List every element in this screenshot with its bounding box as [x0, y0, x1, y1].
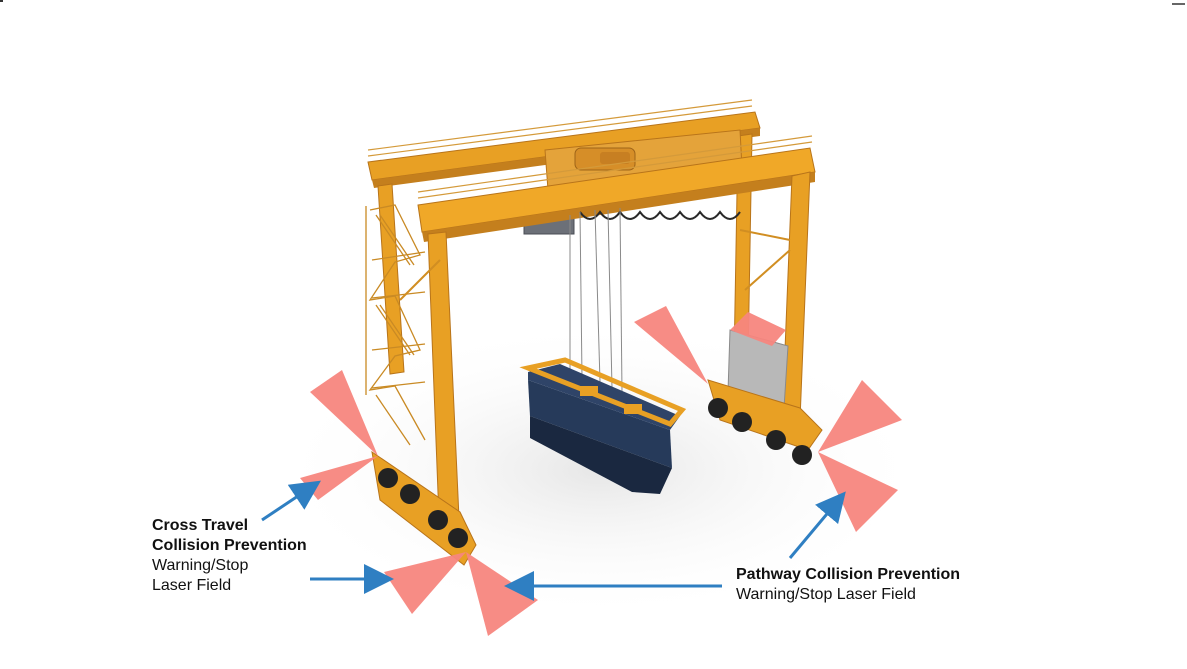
cross-travel-sub-1: Warning/Stop [152, 557, 249, 574]
pathway-label: Pathway Collision Prevention Warning/Sto… [736, 565, 960, 605]
cross-travel-label: Cross Travel Collision Prevention Warnin… [152, 516, 307, 596]
pathway-title: Pathway Collision Prevention [736, 566, 961, 583]
laser-field-icon [818, 452, 898, 532]
back-railing [367, 99, 753, 157]
festoon-cable [579, 210, 741, 220]
right-bogies [707, 379, 823, 465]
pathway-sub: Warning/Stop Laser Field [736, 586, 916, 603]
laser-field-icon [730, 312, 786, 346]
laser-field-icon [634, 306, 708, 384]
cross-travel-title-2: Collision Prevention [152, 537, 307, 554]
arrows [261, 480, 846, 601]
stairway [365, 204, 426, 446]
front-railing [417, 135, 813, 199]
arrow-icon [261, 480, 321, 522]
arrow-icon [788, 491, 846, 559]
cross-travel-title-1: Cross Travel [152, 517, 249, 534]
left-back-leg [377, 183, 405, 375]
laser-field-icon [466, 552, 538, 636]
spreader [519, 357, 687, 427]
laser-field-icon [818, 380, 902, 452]
laser-field-icon [384, 552, 466, 614]
laser-fields [300, 306, 902, 636]
hoist-ropes [569, 207, 623, 393]
laser-field-icon [310, 370, 378, 456]
container [519, 357, 687, 494]
crane-illustration [365, 99, 823, 566]
cross-travel-sub-2: Laser Field [152, 577, 232, 594]
left-bogies [371, 450, 477, 566]
